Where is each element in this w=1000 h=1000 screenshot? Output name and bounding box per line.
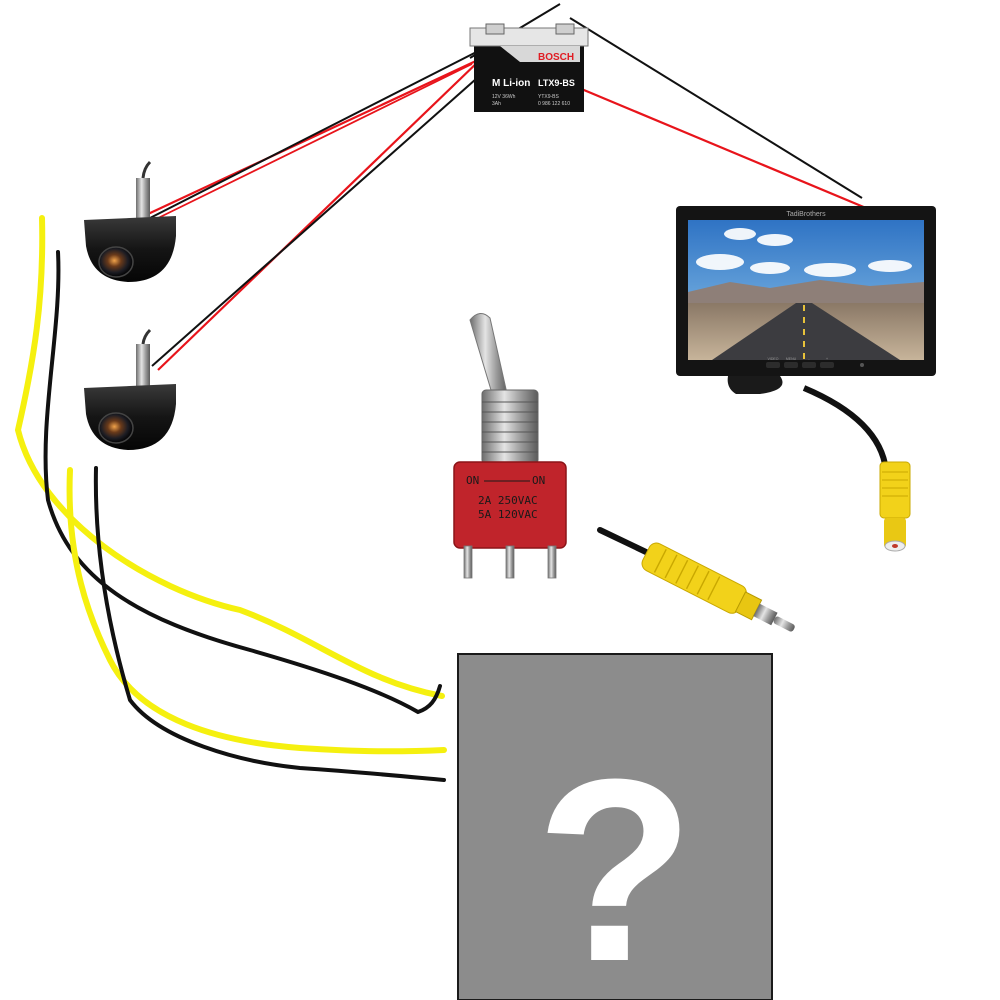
monitor-brand: TadiBrothers (786, 211, 826, 218)
rca-plug-cable (600, 530, 646, 552)
cloud-2 (757, 234, 793, 246)
unknown-component: ? (458, 654, 772, 1000)
battery-model: LTX9-BS (538, 78, 575, 88)
toggle-pin-2 (506, 546, 514, 578)
rca-plug-boot (639, 540, 801, 642)
toggle-lever (470, 313, 508, 400)
monitor-rca-socket-hole (892, 544, 898, 548)
monitor-button-4 (820, 362, 834, 368)
camera-1-cable (143, 162, 150, 178)
monitor: TadiBrothers VIDEO MENU - + (676, 206, 936, 470)
rca-plug-boot-body (639, 540, 749, 616)
toggle-label-left: ON (466, 474, 479, 487)
positive-wire-monitor (560, 80, 866, 208)
battery-chemistry: M Li-ion (492, 78, 530, 89)
monitor-button-2 (784, 362, 798, 368)
video-signal-wire-1 (18, 218, 442, 696)
monitor-button-3 (802, 362, 816, 368)
camera-2-threaded-stem (136, 344, 150, 386)
toggle-bushing (482, 390, 538, 464)
toggle-switch: ON ON 2A 250VAC 5A 120VAC (454, 313, 566, 578)
battery-code-2: 0 986 122 610 (538, 101, 570, 107)
battery-spec-2: 3Ah (492, 101, 501, 107)
toggle-pins (464, 546, 556, 578)
camera-1-body (84, 216, 176, 282)
rca-male-plug (600, 530, 801, 642)
battery-terminal-positive (486, 24, 504, 34)
camera-2-cable (143, 330, 150, 344)
toggle-pin-3 (548, 546, 556, 578)
battery-spec-1: 12V 36Wh (492, 94, 516, 100)
video-wires (18, 218, 444, 780)
camera-2-body (84, 384, 176, 450)
battery-terminal-negative (556, 24, 574, 34)
monitor-button-label-4: + (826, 357, 828, 361)
monitor-video-cable (804, 388, 886, 470)
monitor-button-1 (766, 362, 780, 368)
ground-wire-monitor (570, 18, 862, 198)
cloud-6 (868, 260, 912, 272)
toggle-pin-1 (464, 546, 472, 578)
cloud-1 (724, 228, 756, 240)
cloud-5 (804, 263, 856, 277)
camera-2-lens (100, 414, 132, 442)
battery-brand: BOSCH (538, 52, 574, 63)
camera-1 (84, 162, 176, 282)
positive-wire-camera-1b (150, 64, 472, 222)
ground-wire-camera-1 (150, 40, 500, 218)
cloud-4 (750, 262, 790, 274)
positive-wire-camera-1 (148, 60, 478, 214)
monitor-power-led (860, 363, 864, 367)
rca-plug-pin (773, 615, 796, 632)
video-signal-wire-2 (70, 470, 444, 751)
battery-code-1: YTX9-BS (538, 94, 560, 100)
monitor-rca-connector (880, 462, 910, 551)
camera-1-threaded-stem (136, 178, 150, 220)
toggle-label-right: ON (532, 474, 545, 487)
ground-wire-camera-2 (152, 40, 520, 366)
toggle-rating-1: 2A 250VAC (478, 494, 538, 507)
camera-1-lens (100, 248, 132, 276)
monitor-button-label-1: VIDEO (768, 357, 779, 361)
positive-wire-camera-2 (158, 58, 482, 370)
cloud-3 (696, 254, 744, 270)
camera-2 (84, 330, 176, 450)
monitor-stand (728, 376, 783, 394)
monitor-rca-boot (880, 462, 910, 518)
unknown-box-question-mark: ? (536, 726, 695, 1000)
battery: BOSCH M Li-ion LTX9-BS 12V 36Wh 3Ah YTX9… (470, 24, 588, 112)
toggle-rating-2: 5A 120VAC (478, 508, 538, 521)
monitor-button-label-2: MENU (786, 357, 797, 361)
